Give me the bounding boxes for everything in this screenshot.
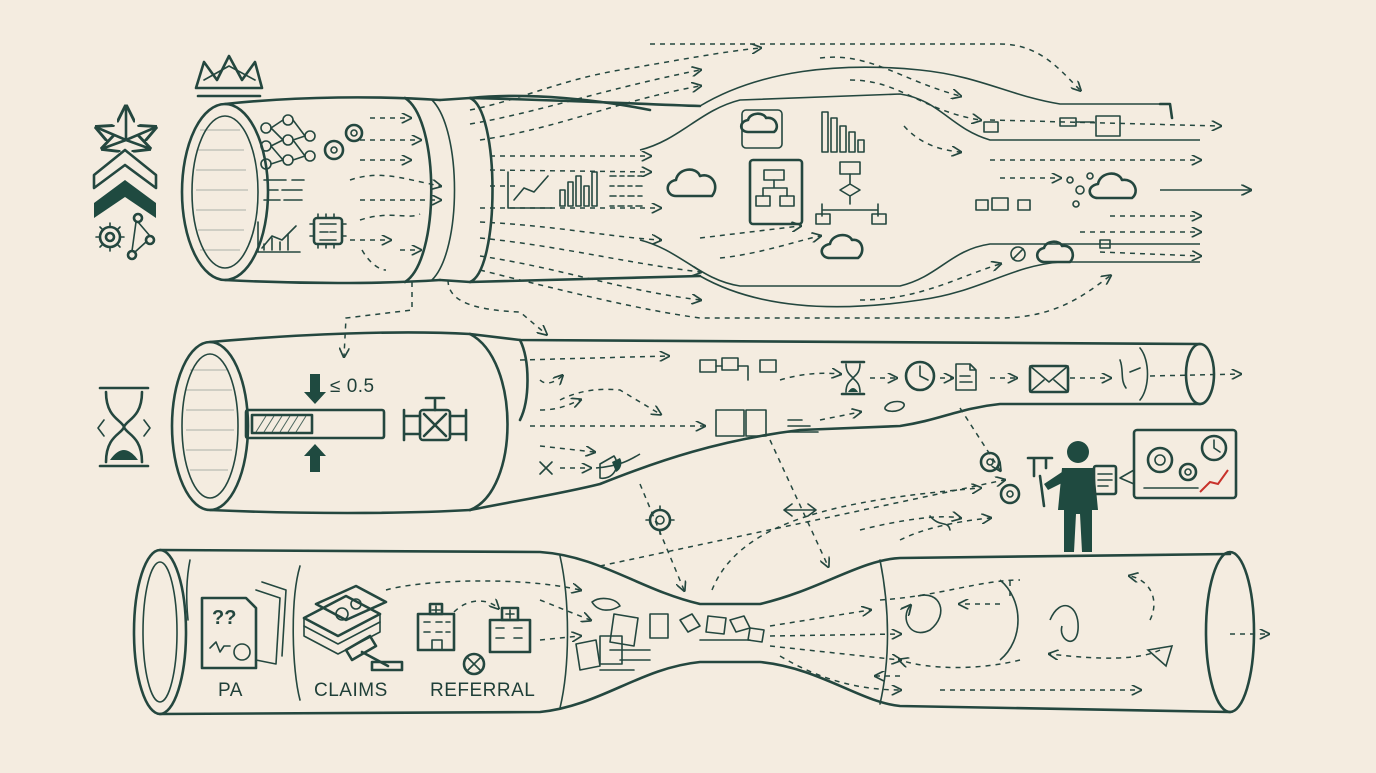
paper-pile: [575, 597, 765, 671]
expand-arrows-icon: [98, 108, 154, 148]
gavel-icon: [344, 634, 404, 672]
flowchart-icon: [748, 115, 1121, 226]
middle-pipeline-icons: [599, 357, 905, 480]
referral-label: REFERRAL: [430, 680, 535, 701]
document-question-icon: ??: [200, 581, 287, 670]
hourglass-small-icon: [840, 360, 866, 396]
top-right-gears: [1010, 239, 1111, 262]
gauge-threshold-label: ≤ 0.5: [330, 376, 375, 397]
document-lines-icon: [263, 179, 305, 201]
claims-label: CLAIMS: [314, 680, 388, 701]
pa-label: PA: [218, 680, 243, 701]
bottom-pipeline: [132, 548, 1256, 716]
pressure-gauge: ≤ 0.5: [244, 374, 386, 472]
neural-net-icon: [260, 114, 316, 170]
gear-icon: [645, 451, 1021, 535]
crown-icon: [194, 54, 264, 98]
clock-icon: [904, 360, 936, 392]
envelope-icon: [1028, 364, 1070, 394]
dashboard-icon: [1119, 428, 1238, 500]
chevron-stack-icon: [92, 148, 158, 218]
money-stack-icon: [302, 584, 388, 655]
document-icon: [955, 363, 977, 391]
cloud-icon: [666, 109, 1137, 264]
bar-chart-icon: [507, 111, 865, 209]
svg-text:??: ??: [212, 607, 236, 629]
valve-icon: [402, 396, 468, 442]
hospital-icon: [416, 601, 532, 676]
chip-icon: [309, 213, 347, 249]
line-chart-icon: [257, 221, 301, 253]
hourglass-icon: [97, 386, 151, 468]
top-pipeline: [180, 94, 1174, 285]
gears-network-icon: [95, 212, 156, 261]
top-fan-flows: [469, 44, 1250, 319]
binary-data-icon: [609, 175, 643, 207]
funnel-outlet-icon: [1119, 359, 1141, 389]
middle-pipeline: [170, 331, 1216, 515]
person-with-caliper-icon: [1026, 441, 1118, 552]
gear-icon: [323, 123, 364, 161]
